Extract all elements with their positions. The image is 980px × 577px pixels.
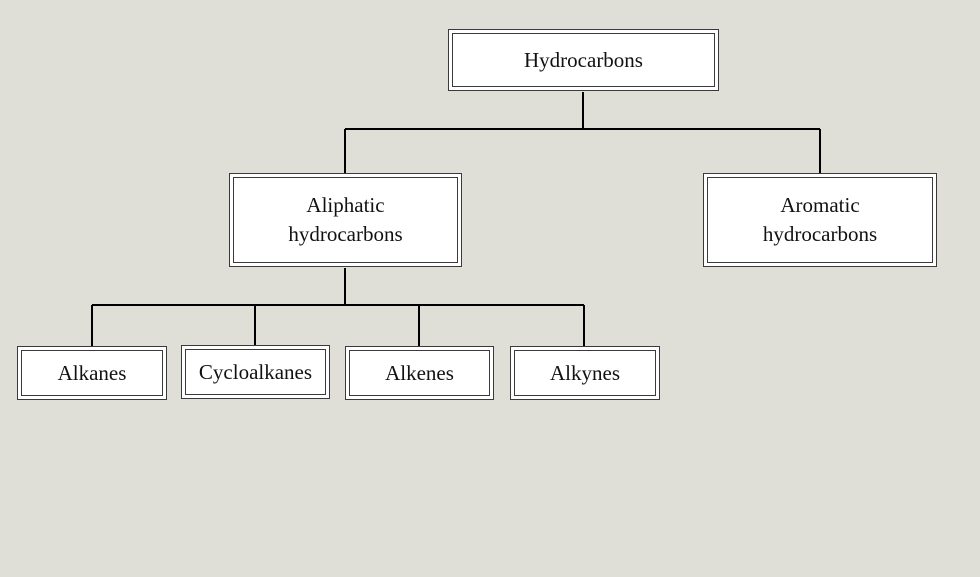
node-aliphatic-label-line1: Aliphatic [306,193,385,217]
node-alkenes-label: Alkenes [385,360,454,385]
node-alkanes-label: Alkanes [57,360,127,385]
node-aliphatic-label-line2: hydrocarbons [288,222,403,246]
node-alkenes: Alkenes [349,350,490,396]
node-aliphatic-hydrocarbons: Aliphatic hydrocarbons [233,177,458,263]
node-aromatic-label-line2: hydrocarbons [762,222,878,246]
node-aromatic-hydrocarbons: Aromatic hydrocarbons [707,177,933,263]
node-alkynes-label: Alkynes [550,360,620,385]
node-hydrocarbons-label: Hydrocarbons [524,47,643,72]
node-aromatic-label-line1: Aromatic [780,193,860,217]
node-cycloalkanes-label: Cycloalkanes [198,359,313,384]
node-cycloalkanes: Cycloalkanes [185,349,326,395]
node-hydrocarbons: Hydrocarbons [452,33,715,87]
node-alkanes: Alkanes [21,350,163,396]
node-alkynes: Alkynes [514,350,656,396]
